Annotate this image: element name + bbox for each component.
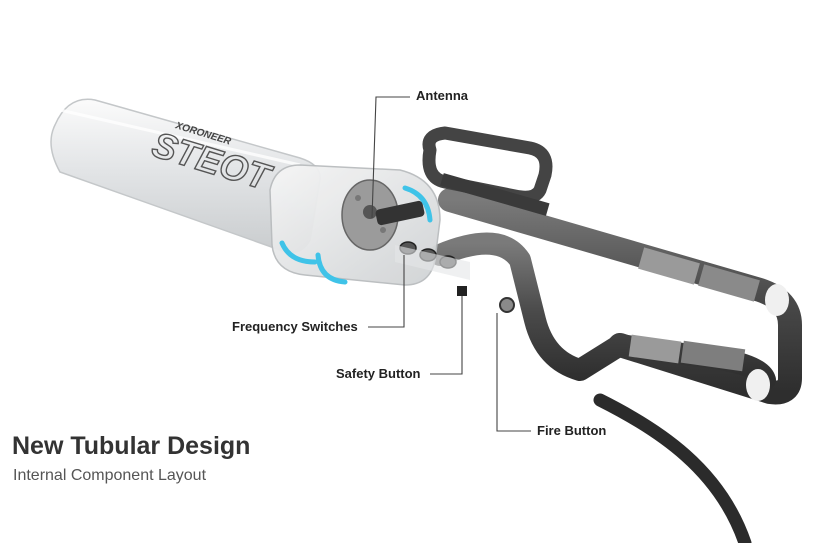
fire-button-part [499,297,515,313]
leader-antenna [371,96,410,219]
leader-safety-button [430,296,463,375]
antenna-label: Antenna [416,88,468,103]
fire-button-label: Fire Button [537,423,607,438]
pistol-arm [429,232,789,401]
top-loop-grip [422,126,553,204]
safety-button-part [457,286,467,296]
grip-rail [440,173,550,216]
frequency-switches [395,241,470,280]
safety-button-label: Safety Button [336,366,421,381]
cable [593,393,752,548]
leader-lines [368,96,531,432]
diagram-title: New Tubular Design [12,432,251,460]
main-tube: XORONEER STEOT [50,98,321,254]
frequency-switches-label: Frequency Switches [232,319,358,334]
leader-frequency-switches [368,255,405,328]
antenna-disc [341,179,425,251]
leader-fire-button [496,313,531,432]
diagram-subtitle: Internal Component Layout [13,467,207,484]
